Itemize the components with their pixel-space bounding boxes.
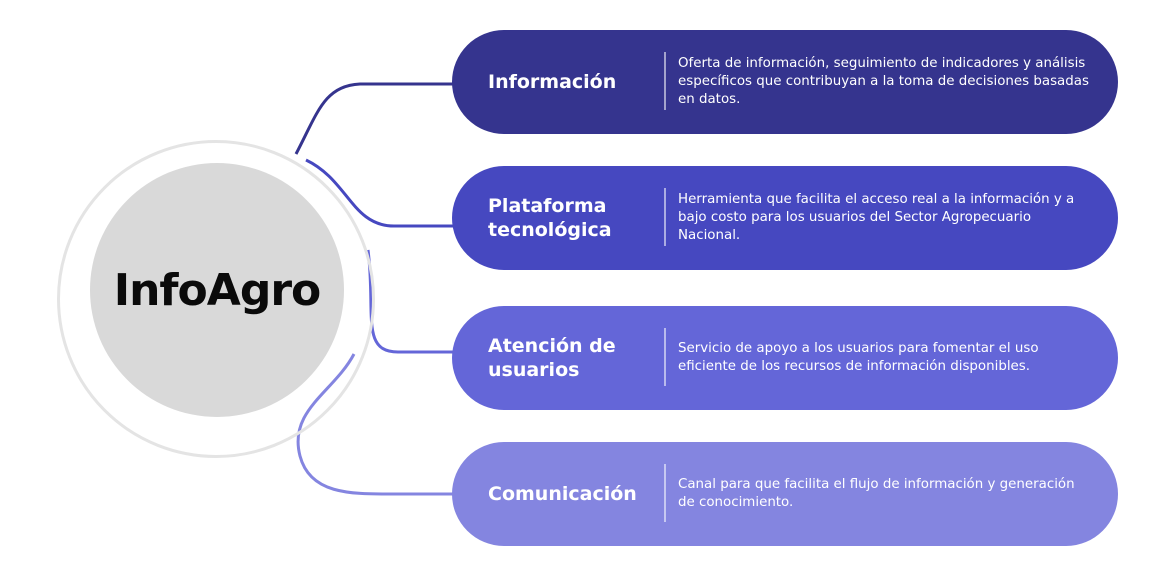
card-description: Canal para que facilita el flujo de info…	[678, 477, 1075, 510]
card-divider	[664, 188, 666, 246]
connector-informacion	[294, 82, 454, 155]
card-informacion: Información Oferta de información, segui…	[452, 30, 1118, 134]
card-divider	[664, 328, 666, 386]
hub-outer-ring	[57, 140, 375, 458]
card-title: Plataforma tecnológica	[488, 195, 612, 241]
card-description: Oferta de información, seguimiento de in…	[678, 56, 1089, 107]
card-atencion-de-usuarios: Atención de usuarios Servicio de apoyo a…	[452, 306, 1118, 410]
hub-circle: InfoAgro	[90, 163, 344, 417]
card-plataforma-tecnologica: Plataforma tecnológica Herramienta que f…	[452, 166, 1118, 270]
connector-atencion	[366, 249, 454, 354]
card-divider	[664, 464, 666, 522]
hub-title: InfoAgro	[113, 264, 322, 316]
card-title: Información	[488, 71, 617, 93]
card-comunicacion: Comunicación Canal para que facilita el …	[452, 442, 1118, 546]
card-title: Atención de usuarios	[488, 335, 616, 381]
connector-plataforma	[305, 158, 454, 228]
card-description: Servicio de apoyo a los usuarios para fo…	[678, 341, 1039, 374]
card-description: Herramienta que facilita el acceso real …	[678, 192, 1075, 243]
card-title: Comunicación	[488, 483, 637, 505]
card-divider	[664, 52, 666, 110]
